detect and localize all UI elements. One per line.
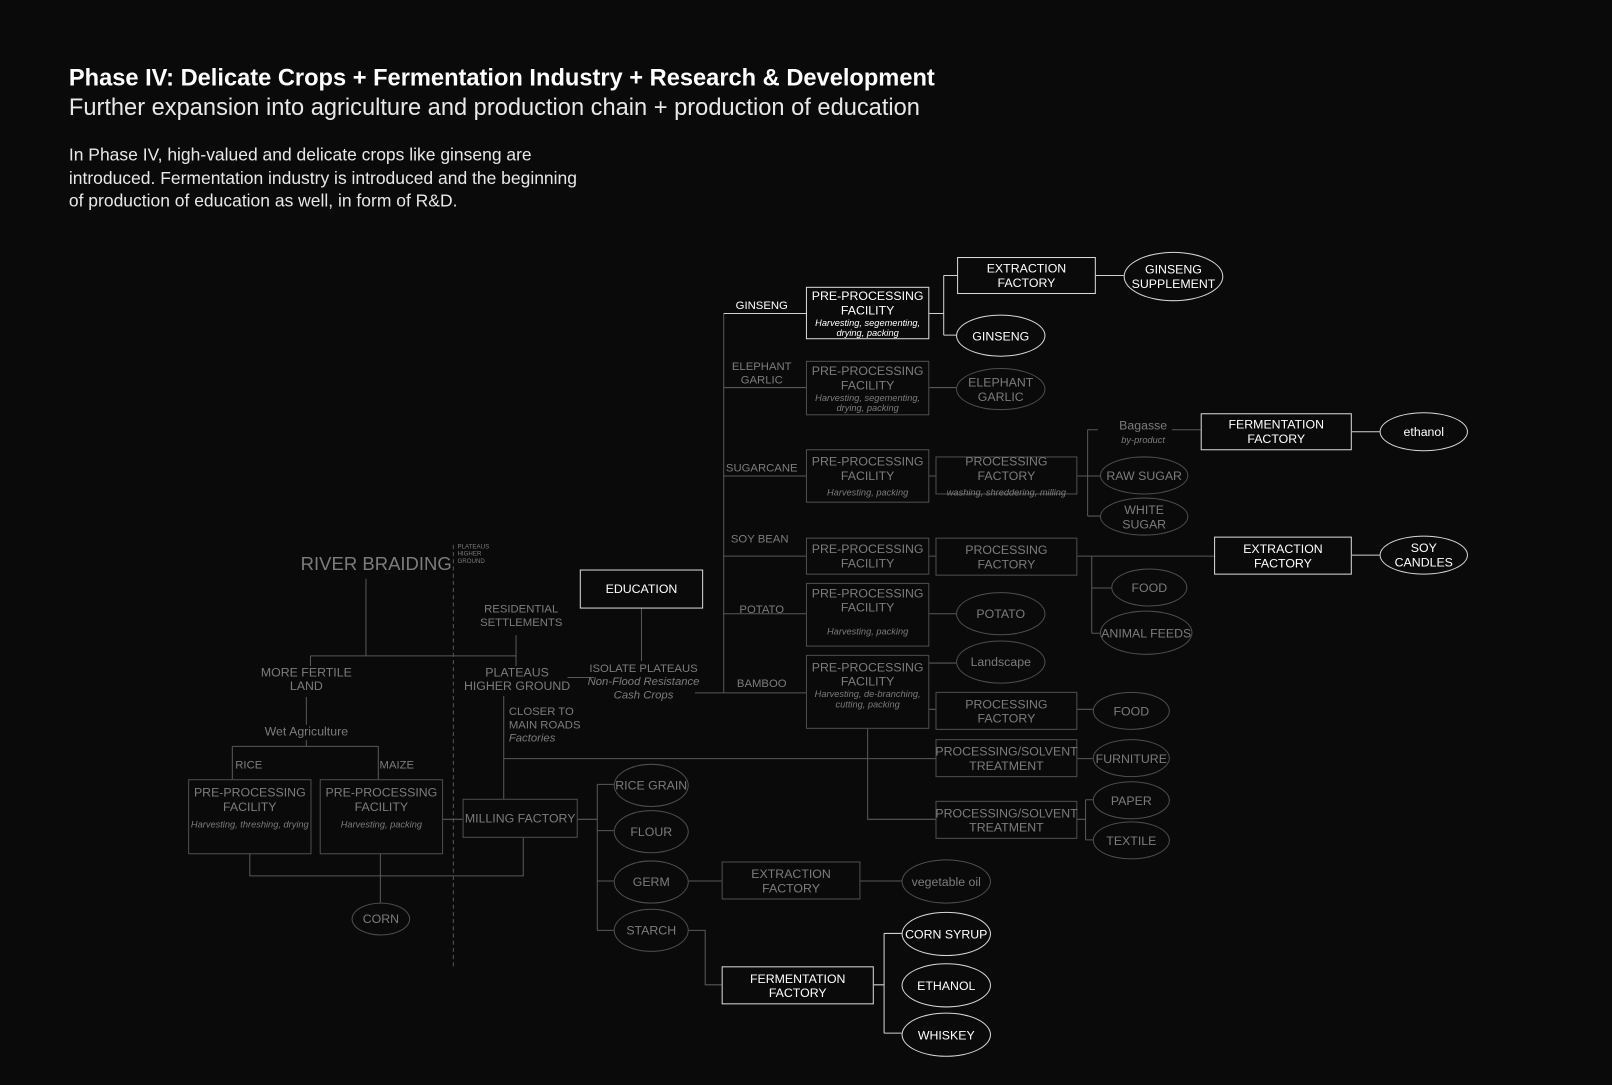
bamboo-label: BAMBOO	[736, 677, 787, 691]
soy-candles-node[interactable]: SOY CANDLES	[1379, 535, 1468, 575]
more-fertile-land-label: MORE FERTILE LAND	[260, 665, 352, 693]
furniture-node[interactable]: FURNITURE	[1092, 739, 1170, 778]
intro-paragraph: In Phase IV, high-valued and delicate cr…	[68, 144, 577, 211]
white-sugar-node[interactable]: WHITE SUGAR	[1099, 497, 1189, 536]
extraction-factory-germ-box[interactable]: EXTRACTION FACTORY	[721, 861, 861, 900]
residential-settlements-label: RESIDENTIAL SETTLEMENTS	[480, 603, 563, 630]
elephant-garlic-node[interactable]: ELEPHANT GARLIC	[956, 368, 1046, 411]
landscape-node[interactable]: Landscape	[956, 640, 1046, 684]
vegetable-oil-node[interactable]: vegetable oil	[901, 859, 991, 904]
starch-node[interactable]: STARCH	[613, 908, 689, 952]
textile-node[interactable]: TEXTILE	[1092, 821, 1170, 860]
rice-grain-node[interactable]: RICE GRAIN	[613, 763, 689, 807]
river-braiding-label: RIVER BRAIDING	[300, 553, 452, 575]
ginseng-supplement-node[interactable]: GINSENG SUPPLEMENT	[1123, 251, 1224, 302]
processing-factory-soy-box[interactable]: PROCESSING FACTORY	[935, 537, 1078, 576]
sugarcane-label: SUGARCANE	[725, 462, 798, 475]
extraction-factory-soy-box[interactable]: EXTRACTION FACTORY	[1214, 536, 1352, 575]
wet-agriculture-label: Wet Agriculture	[264, 724, 349, 739]
flour-node[interactable]: FLOUR	[613, 810, 689, 854]
fermentation-factory-corn-box[interactable]: FERMENTATION FACTORY	[721, 966, 874, 1005]
soy-food-node[interactable]: FOOD	[1111, 568, 1188, 607]
ethanol-corn-node[interactable]: ETHANOL	[901, 963, 991, 1008]
page-subtitle: Further expansion into agriculture and p…	[68, 93, 920, 121]
plateaus-small-label: PLATEAUS HIGHER GROUND	[457, 544, 490, 565]
fermentation-factory-sugarcane-box[interactable]: FERMENTATION FACTORY	[1200, 413, 1352, 451]
preprocessing-soy-box[interactable]: PRE-PROCESSING FACILITY	[805, 537, 930, 575]
whiskey-node[interactable]: WHISKEY	[901, 1012, 991, 1057]
maize-label: MAIZE	[379, 759, 415, 772]
animal-feeds-node[interactable]: ANIMAL FEEDS	[1099, 610, 1193, 655]
potato-label: POTATO	[739, 603, 785, 617]
rice-label: RICE	[235, 759, 263, 772]
corn-syrup-node[interactable]: CORN SYRUP	[901, 911, 991, 957]
paper-node[interactable]: PAPER	[1092, 781, 1170, 820]
soy-bean-label: SOY BEAN	[730, 533, 789, 546]
raw-sugar-node[interactable]: RAW SUGAR	[1099, 456, 1189, 495]
ethanol-node[interactable]: ethanol	[1379, 412, 1468, 452]
potato-node[interactable]: POTATO	[956, 592, 1046, 636]
ginseng-product-node[interactable]: GINSENG	[956, 314, 1046, 357]
plateaus-higher-ground-label: PLATEAUS HIGHER GROUND	[463, 665, 571, 693]
elephant-garlic-label: ELEPHANT GARLIC	[731, 360, 792, 387]
page-title: Phase IV: Delicate Crops + Fermentation …	[68, 63, 935, 91]
ginseng-label: GINSENG	[735, 299, 788, 312]
extraction-factory-ginseng-box[interactable]: EXTRACTION FACTORY	[957, 257, 1096, 295]
solvent-treatment-furniture-box[interactable]: PROCESSING/SOLVENT TREATMENT	[935, 739, 1078, 778]
processing-factory-bamboo-box[interactable]: PROCESSING FACTORY	[935, 691, 1078, 730]
factories-note: Factories	[508, 732, 556, 745]
bamboo-food-node[interactable]: FOOD	[1092, 691, 1170, 730]
germ-node[interactable]: GERM	[613, 860, 689, 904]
corn-node[interactable]: CORN	[351, 902, 411, 936]
milling-factory-box[interactable]: MILLING FACTORY	[462, 798, 578, 838]
education-box[interactable]: EDUCATION	[579, 569, 704, 609]
solvent-treatment-textile-box[interactable]: PROCESSING/SOLVENT TREATMENT	[935, 800, 1078, 839]
